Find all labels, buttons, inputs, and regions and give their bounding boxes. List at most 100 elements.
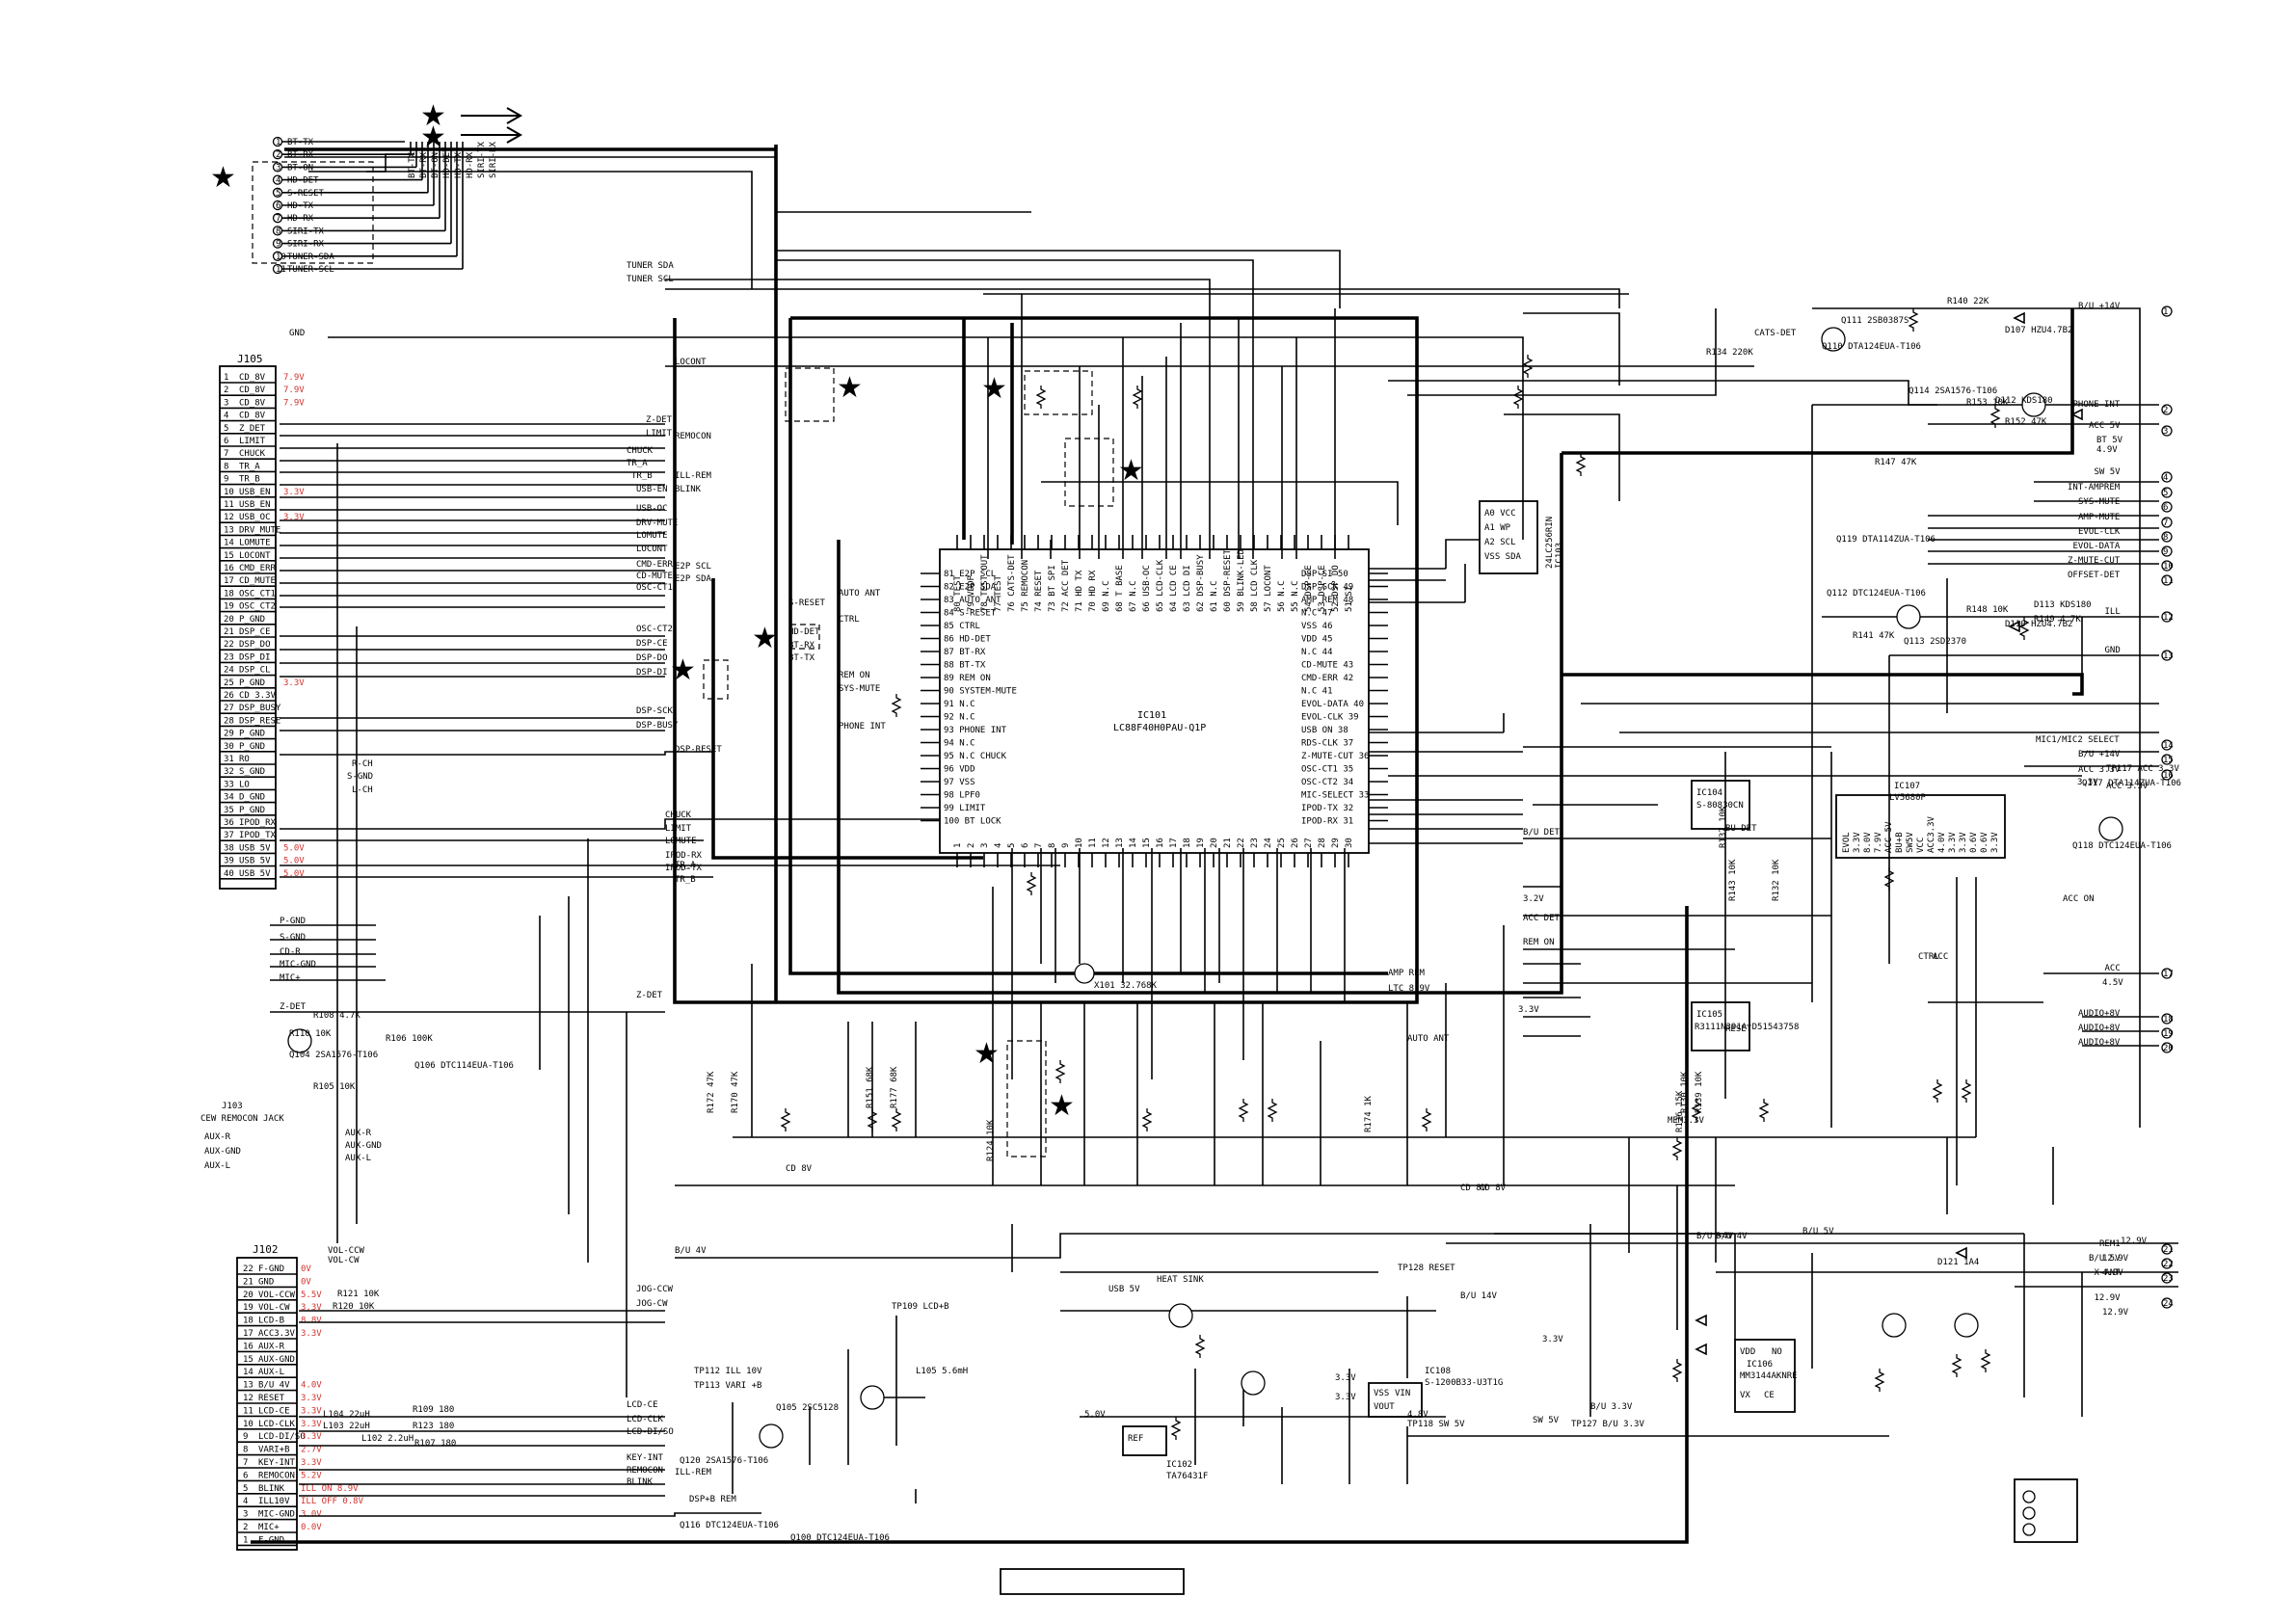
net-label: S-GND — [280, 933, 306, 943]
j105-pin-name: CHUCK — [239, 449, 266, 459]
voltage-label: 0.0V — [301, 1523, 322, 1532]
component-label: D110 HZU4.7B2 — [2005, 620, 2072, 629]
j102-pin-name: ILL10V — [258, 1497, 290, 1506]
net-label: Q104 2SA1576-T106 — [289, 1051, 378, 1060]
net-label: CD-R — [280, 947, 301, 957]
output-label: EVOL-DATA — [2073, 542, 2121, 551]
j102-pin-name: VOL-CW — [258, 1303, 290, 1313]
component-label: D113 KDS180 — [2034, 600, 2092, 610]
component-label: ACC ON — [2063, 894, 2095, 904]
j102-pin-number: 6 — [243, 1471, 248, 1480]
right-value-label: 12.9V — [2102, 1308, 2129, 1317]
ic101-right-pin: Z-MUTE-CUT 36 — [1301, 752, 1369, 761]
connector-pin-number: 1 — [276, 138, 280, 147]
ic107-pin: ACC3.3V — [1927, 815, 1936, 853]
ic103-ref: IC103 — [1555, 543, 1564, 569]
ic102-part: TA76431F — [1166, 1472, 1208, 1481]
ic101-top-pin: 64 LCD CE — [1169, 565, 1179, 612]
voltage-label: 2.7V — [301, 1446, 322, 1455]
j102-pin-number: 12 — [243, 1394, 254, 1403]
ic101-bottom-pin: 29 — [1331, 838, 1341, 848]
ic101-left-pin: 95 N.C CHUCK — [944, 752, 1007, 761]
j105-pin-number: 22 — [224, 640, 234, 650]
component-label: R172 47K — [707, 1071, 716, 1113]
component-label: Q110 DTA124EUA-T106 — [1822, 342, 1921, 352]
net-label: R121 10K — [337, 1290, 380, 1299]
net-label: CD-MUTE — [636, 572, 673, 581]
ic108-ref: IC108 — [1425, 1367, 1451, 1376]
ic107-pin: 0.6V — [1980, 832, 1989, 853]
j102-pin-name: GND — [258, 1277, 274, 1287]
j105-pin-number: 2 — [224, 386, 228, 395]
net-label: 3.3V — [1335, 1373, 1356, 1383]
net-label: KEY-INT — [627, 1453, 664, 1463]
net-label: R108 4.7K — [313, 1011, 360, 1021]
j105-pin-number: 40 — [224, 869, 234, 879]
ic101-bottom-pin: 22 — [1237, 838, 1246, 848]
ic101-top-pin: 56 N.C — [1277, 580, 1287, 612]
net-label: VOL-CCW — [328, 1246, 365, 1256]
output-terminal-number: 12 — [2163, 613, 2174, 623]
connector-pin-number: 6 — [276, 201, 280, 211]
j105-pin-name: USB_OC — [239, 513, 271, 522]
j105-ref: J105 — [237, 353, 263, 365]
net-label: AUX-L — [204, 1161, 230, 1171]
j105-pin-number: 24 — [224, 666, 234, 676]
ic107-pin: 8.0V — [1863, 832, 1873, 853]
output-terminal-number: 5 — [2163, 489, 2168, 498]
voltage-label: 3.3V — [301, 1394, 322, 1403]
j102-pin-number: 17 — [243, 1329, 254, 1339]
j102-pin-number: 9 — [243, 1432, 248, 1442]
j105-pin-name: DSP_DO — [239, 640, 271, 650]
j105-pin-name: LO — [239, 780, 250, 789]
connector-pin — [272, 187, 283, 198]
ic101-top-pin: 55 N.C — [1291, 580, 1300, 612]
j105-pin-name: OSC_CT1 — [239, 589, 276, 599]
output-terminal-number: 1 — [2163, 307, 2168, 317]
net-label: JOG-CW — [636, 1299, 668, 1309]
ic101-left-pin: 91 N.C — [944, 700, 975, 709]
ic101-top-pin: 60 DSP-RESET — [1223, 548, 1233, 612]
wiring — [251, 145, 2178, 1544]
ic101-right-pin: AMP REM 48 — [1301, 596, 1353, 605]
ic107-pin: 3.3V — [1990, 832, 2000, 853]
connector-pin-number: 3 — [276, 163, 280, 173]
output-label: B/U 5V — [2089, 1254, 2121, 1264]
j105-pin-number: 33 — [224, 780, 234, 789]
component-label: D112 KDS180 — [1995, 396, 2053, 406]
ic108-part: S-1200B33-U3T1G — [1425, 1378, 1503, 1388]
output-label: PHONE-INT — [2073, 400, 2121, 410]
net-label: HD-DET — [788, 627, 820, 637]
net-label: Q105 2SC5128 — [776, 1403, 839, 1413]
output-label: INT-AMPREM — [2068, 483, 2121, 492]
j105-pin-number: 7 — [224, 449, 228, 459]
ic106-ref: IC106 — [1747, 1360, 1773, 1370]
j102-pin-name: MIC+ — [258, 1523, 280, 1532]
ic101-bottom-pin: 3 — [980, 843, 990, 848]
j102-pin-number: 4 — [243, 1497, 248, 1506]
star-marker: ★ — [1049, 1089, 1075, 1123]
output-terminal-number: 8 — [2163, 533, 2168, 543]
net-label: L102 2.2uH — [361, 1434, 414, 1444]
net-label: 3.2V — [1523, 894, 1544, 904]
net-label: AUX-GND — [204, 1147, 241, 1157]
j102-pin-number: 14 — [243, 1368, 254, 1377]
ic105-part: R3111N391A D51543758 — [1695, 1023, 1799, 1032]
net-label: DSP-RESET — [675, 745, 722, 755]
ic101-right-pin: USB ON 38 — [1301, 726, 1348, 735]
j105-pin-name: USB 5V — [239, 843, 271, 853]
net-label: TP127 B/U 3.3V — [1571, 1420, 1644, 1429]
output-terminal — [2161, 1013, 2173, 1024]
net-label: LOMUTE — [665, 837, 697, 846]
output-terminal-number: 14 — [2163, 741, 2174, 751]
net-label: J103 — [222, 1102, 243, 1111]
net-label: TP109 LCD+B — [892, 1302, 949, 1312]
j105-pin-name: DSP_CL — [239, 666, 271, 676]
ic101-top-pin: 53 DSP-CE — [1318, 565, 1327, 612]
output-terminal-number: 10 — [2163, 562, 2174, 572]
ic101-left-pin: 83 AUTO ANT — [944, 596, 1001, 605]
j105-pin-number: 16 — [224, 564, 234, 573]
ic101-bottom-pin: 25 — [1277, 838, 1287, 848]
